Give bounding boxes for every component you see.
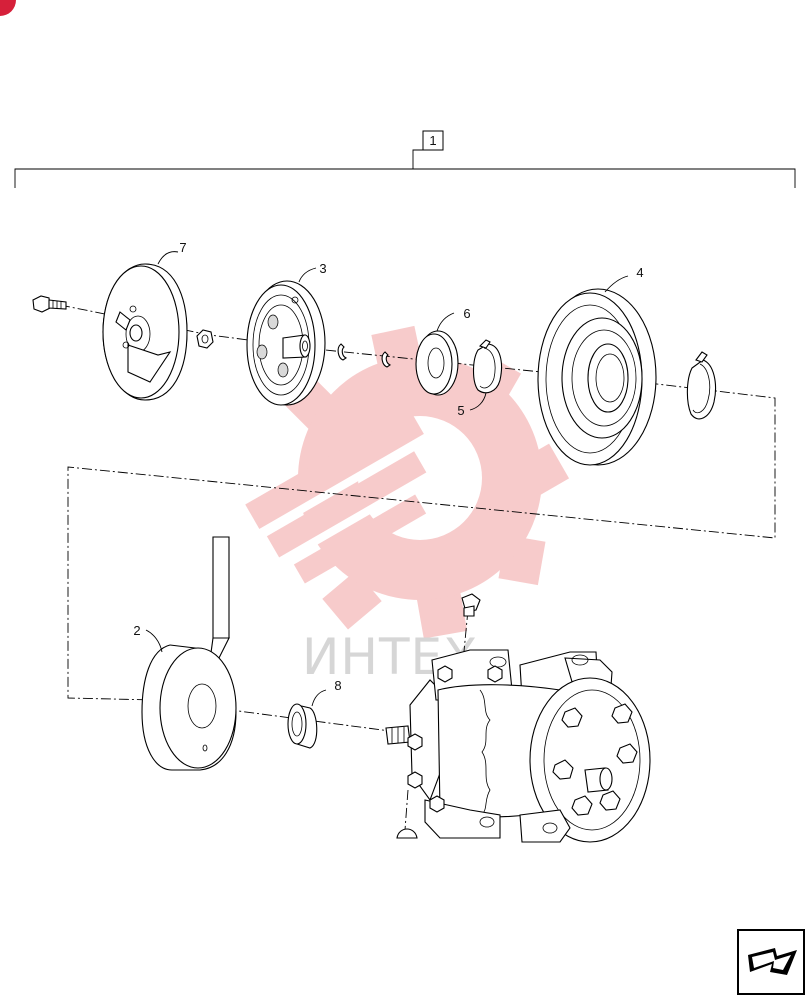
callout-3: 3 [319, 261, 326, 276]
compressor-body [385, 593, 651, 843]
part-8-bearing: 8 [287, 678, 342, 749]
part-2-clutch-coil: 2 [133, 536, 237, 771]
part-7-clutch-plate: 7 [32, 240, 188, 401]
callout-2: 2 [133, 623, 140, 638]
pulley-snap-ring [686, 351, 717, 420]
part-7-bolt [32, 295, 67, 313]
part-4-pulley: 4 [537, 265, 657, 466]
part-6-washer: 6 [415, 306, 471, 396]
assembly-centerlines [59, 304, 776, 831]
shim-rings [337, 343, 392, 368]
corner-badge-icon [0, 0, 16, 16]
part-3-clutch-hub: 3 [246, 261, 327, 406]
callout-4: 4 [636, 265, 643, 280]
part-5-snap-ring: 5 [457, 339, 503, 418]
callout-8: 8 [334, 678, 341, 693]
assembly-bracket: 1 [14, 130, 796, 188]
next-page-arrow-icon[interactable] [737, 929, 805, 995]
callout-6: 6 [463, 306, 470, 321]
watermark-logo: ИНТЕХ [245, 325, 570, 686]
callout-5: 5 [457, 403, 464, 418]
callout-7: 7 [179, 240, 186, 255]
top-fitting [461, 593, 481, 617]
callout-1: 1 [429, 133, 436, 148]
hub-nut [196, 329, 214, 349]
